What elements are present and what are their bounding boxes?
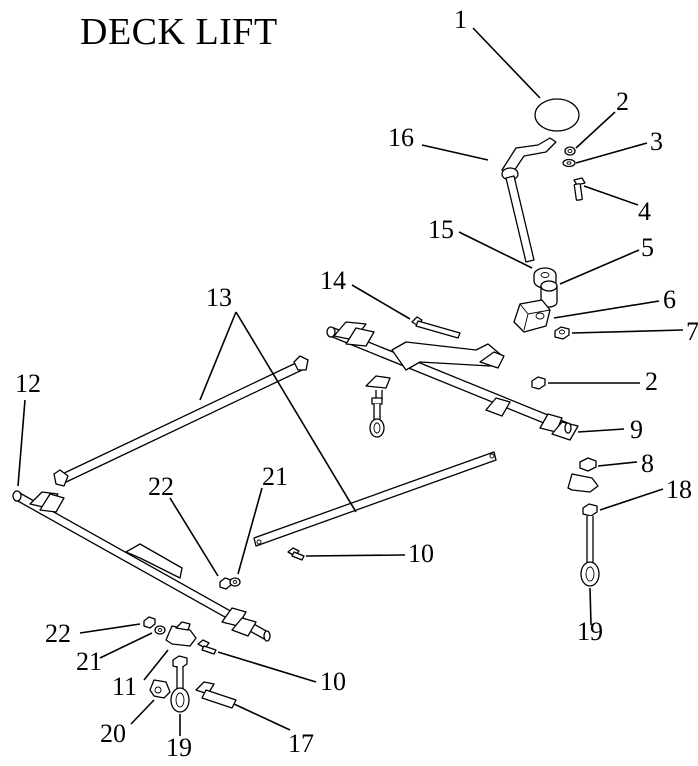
callout-10-center: 10 bbox=[408, 539, 434, 568]
part-washer-21-center bbox=[229, 577, 241, 587]
leader-7 bbox=[571, 329, 684, 334]
callout-16: 16 bbox=[388, 123, 414, 152]
callout-21-center: 21 bbox=[262, 462, 288, 491]
part-front-lift-shaft bbox=[12, 490, 271, 642]
leader-5 bbox=[559, 249, 640, 285]
part-lift-lever bbox=[501, 137, 557, 263]
rear-eyebolt bbox=[365, 375, 391, 438]
leader-21b bbox=[99, 632, 153, 659]
diagram-title: DECK LIFT bbox=[80, 11, 278, 53]
callout-5: 5 bbox=[641, 233, 654, 262]
leader-10b bbox=[217, 651, 317, 683]
callout-8: 8 bbox=[641, 449, 654, 478]
leader-9 bbox=[577, 428, 625, 433]
leader-22b bbox=[79, 623, 141, 634]
callout-20: 20 bbox=[100, 719, 126, 748]
part-rear-lift-shaft bbox=[326, 321, 579, 441]
callout-12: 12 bbox=[15, 369, 41, 398]
part-bracket-11 bbox=[165, 621, 197, 647]
part-long-bolt bbox=[411, 316, 461, 339]
leader-3 bbox=[575, 142, 648, 164]
callout-22-lower: 22 bbox=[45, 619, 71, 648]
part-right-bracket bbox=[567, 457, 599, 493]
callout-10-lower: 10 bbox=[320, 667, 346, 696]
leader-13a bbox=[199, 311, 237, 401]
leader-10a bbox=[305, 554, 406, 557]
callouts-layer: 1 2 3 4 15 5 16 14 6 7 13 12 2 9 8 22 21… bbox=[15, 5, 698, 762]
leader-11 bbox=[143, 649, 169, 681]
part-washer-top bbox=[562, 158, 576, 168]
leader-13b bbox=[235, 311, 357, 513]
part-nut-mid bbox=[531, 376, 546, 390]
callout-17: 17 bbox=[288, 729, 314, 758]
parts-layer bbox=[12, 98, 600, 713]
leader-20 bbox=[130, 699, 155, 725]
part-bolt-10-lower bbox=[197, 639, 217, 655]
callout-19-right: 19 bbox=[577, 617, 603, 646]
leader-15 bbox=[458, 231, 533, 269]
leader-16 bbox=[421, 144, 489, 161]
callout-18: 18 bbox=[666, 475, 692, 504]
part-washer-21-lower bbox=[154, 625, 166, 635]
part-bolt-small bbox=[573, 177, 586, 201]
part-eyebolt-lower bbox=[170, 655, 190, 713]
part-nut-22-center bbox=[219, 577, 232, 590]
part-bolt-10-center bbox=[287, 547, 305, 561]
callout-22-center: 22 bbox=[148, 472, 174, 501]
callout-15: 15 bbox=[428, 215, 454, 244]
part-knob bbox=[534, 98, 580, 132]
callout-3: 3 bbox=[650, 127, 663, 156]
leader-4 bbox=[583, 185, 639, 206]
callout-21-lower: 21 bbox=[76, 647, 102, 676]
leader-17 bbox=[233, 703, 291, 731]
callout-7: 7 bbox=[686, 317, 698, 346]
leader-14 bbox=[351, 284, 411, 320]
callout-13: 13 bbox=[206, 283, 232, 312]
callout-6: 6 bbox=[663, 285, 676, 314]
leader-lines-layer bbox=[17, 27, 684, 736]
callout-2-top: 2 bbox=[616, 87, 629, 116]
leader-12 bbox=[17, 399, 26, 487]
part-bushing-small bbox=[149, 679, 171, 699]
part-nut-22-lower bbox=[143, 616, 156, 629]
callout-9: 9 bbox=[630, 415, 643, 444]
leader-1 bbox=[472, 27, 541, 99]
leader-22a bbox=[169, 497, 219, 577]
leader-8 bbox=[597, 461, 638, 467]
leader-6 bbox=[553, 300, 660, 319]
callout-19-lower: 19 bbox=[166, 733, 192, 762]
leader-19a bbox=[589, 587, 592, 626]
part-nut-18 bbox=[582, 503, 598, 517]
part-pivot-bracket bbox=[513, 299, 551, 333]
part-nut-7 bbox=[554, 326, 570, 340]
callout-11: 11 bbox=[112, 672, 137, 701]
part-nut-top bbox=[564, 146, 576, 156]
part-linkage-rod-upper bbox=[53, 355, 309, 487]
callout-4: 4 bbox=[638, 197, 651, 226]
leader-21a bbox=[237, 487, 263, 575]
part-linkage-rod-lower bbox=[253, 451, 497, 547]
part-bolt-17 bbox=[195, 681, 237, 709]
callout-1: 1 bbox=[454, 5, 467, 34]
leader-2a bbox=[575, 111, 616, 149]
callout-2-mid: 2 bbox=[645, 367, 658, 396]
part-eyebolt-right bbox=[580, 516, 600, 587]
leader-18 bbox=[599, 488, 664, 511]
callout-14: 14 bbox=[320, 266, 346, 295]
